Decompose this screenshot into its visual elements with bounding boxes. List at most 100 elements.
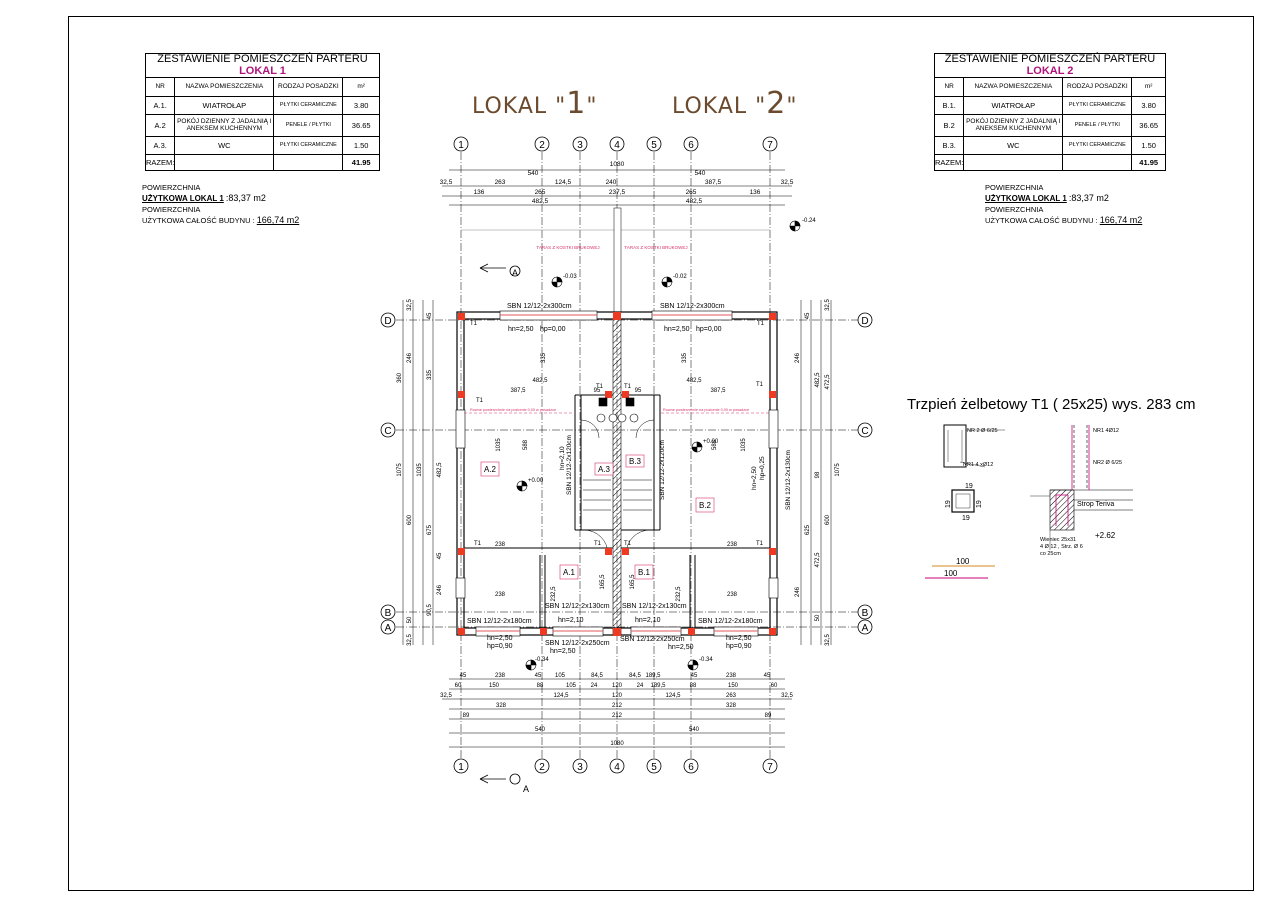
dim-label: 189,5 (645, 673, 661, 679)
lintel-label: SBN 12/12-2x180cm (698, 618, 763, 625)
axis-label: 6 (688, 762, 694, 773)
axis-bubble-6-bottom (683, 758, 699, 774)
dim-label: 263 (495, 179, 506, 186)
column-tag: T1 (476, 398, 484, 404)
level-markers (516, 220, 801, 671)
party-wall (612, 318, 622, 636)
dim-label: 328 (726, 703, 737, 709)
column-tag: T1 (470, 321, 478, 327)
note-line: POWIERZCHNIA (985, 205, 1044, 214)
total-value: 41.95 (342, 154, 380, 172)
floor-note: Rowne powierzchnie na poziomie 0,00 w po… (663, 408, 749, 412)
dim-label: 482,5 (532, 378, 548, 384)
height-label: hp=0,00 (696, 326, 722, 333)
axis-bubble-6-top (683, 136, 699, 152)
sanitary-fixtures (596, 397, 639, 423)
dim-label: 540 (535, 727, 546, 733)
total-label: RAZEM: (144, 154, 176, 172)
section-marker-top (479, 263, 521, 277)
dim-label: 232,5 (551, 586, 557, 602)
bottom-dimensions: 45 238 45 105 84,5 84,5 189,5 45 238 45 … (440, 673, 793, 747)
dim-label: 265 (686, 189, 697, 196)
dim-label: 45 (535, 673, 542, 679)
dim-label: 1080 (610, 741, 624, 747)
dim-label: 189,5 (650, 683, 666, 689)
dim-label: 60 (455, 683, 462, 689)
room-tag-a3: A.3 (598, 465, 611, 474)
lintel-label: SBN 12/12-2x120cm (659, 440, 666, 500)
table-cell: 36.65 (342, 114, 380, 138)
top-dimensions: 1080 540 540 32,5 263 124,5 240 387,5 32… (440, 161, 794, 205)
lokal-2-label: LOKAL "2" (672, 86, 798, 121)
total-value: 41.95 (1131, 154, 1166, 172)
dim-label: 32,5 (781, 693, 793, 699)
axis-label: 7 (767, 762, 773, 773)
dim-label: 588 (712, 439, 718, 450)
note-line: POWIERZCHNIA (985, 183, 1044, 192)
dim-label: 84,5 (591, 673, 603, 679)
dim-label: 240 (606, 179, 617, 186)
axis-bubbles (380, 136, 873, 774)
axis-bubble-3-bottom (572, 758, 588, 774)
dim-label: 165,5 (630, 574, 636, 590)
axis-label: 5 (651, 762, 657, 773)
dim-label: 19 (976, 500, 983, 508)
dim-label: 482,5 (686, 198, 703, 205)
section-marker-bottom (479, 773, 521, 785)
level-label: -0.24 (802, 218, 816, 224)
dim-label: 472,5 (815, 552, 821, 568)
axis-bubble-B-left (380, 604, 396, 620)
dim-label: 540 (695, 170, 706, 177)
lintel-label: SBN 12/12-2x250cm (545, 640, 610, 647)
dim-label: 19 (945, 500, 952, 508)
dim-label: 1075 (835, 463, 841, 477)
height-label: hn=2,10 (558, 617, 584, 624)
dim-label: 60 (771, 683, 778, 689)
axis-label: B (385, 608, 392, 619)
height-label: hn=2,50 (726, 635, 752, 642)
axis-bubble-7-top (762, 136, 778, 152)
axis-bubble-7-bottom (762, 758, 778, 774)
dim-label: 625 (805, 524, 811, 535)
lintel-label: SBN 12/12-2x300cm (507, 303, 572, 310)
lintel-label: SBN 12/12-2x130cm (545, 603, 610, 610)
dim-label: 45 (460, 673, 467, 679)
axis-label: 2 (539, 762, 545, 773)
dim-label: 105 (566, 683, 577, 689)
lintel-label: SBN 12/12-2x120cm (566, 435, 573, 495)
height-label: hn=2,10 (635, 617, 661, 624)
axis-bubble-1-bottom (453, 758, 469, 774)
rebar-label: NR2 Ø 6/25 (1093, 460, 1122, 466)
dim-label: 335 (682, 352, 688, 363)
axis-label: D (861, 316, 868, 327)
axis-label: C (384, 426, 391, 437)
note-line: UŻYTKOWA CAŁOŚĆ BUDYNU : (142, 216, 255, 225)
dim-label: 600 (407, 514, 413, 525)
dim-label: 32,5 (407, 634, 413, 646)
axis-label: 3 (577, 140, 583, 151)
room-tag-a2: A.2 (484, 465, 497, 474)
height-label: hp=0,90 (726, 643, 752, 650)
dim-label: 246 (795, 586, 801, 597)
dim-label: 45 (437, 552, 443, 559)
dim-label: 540 (689, 727, 700, 733)
terrace-note: TARAS Z KOSTKI BRUKOWEJ (624, 245, 687, 250)
column-tag: T1 (596, 384, 604, 390)
dim-label: 32,5 (440, 179, 453, 186)
room-schedule-lokal-1: ZESTAWIENIE POMIESZCZEŃ PARTERU LOKAL 1 … (144, 52, 380, 172)
dim-label: 19 (965, 483, 973, 490)
note-line: POWIERZCHNIA (142, 205, 201, 214)
axis-bubble-5-bottom (646, 758, 662, 774)
dim-label: 124,5 (555, 179, 572, 186)
axis-label: D (384, 316, 391, 327)
dim-label: 32,5 (825, 299, 831, 311)
room-tag-a1: A.1 (563, 568, 576, 577)
dim-label: 238 (727, 592, 738, 598)
dim-label: 124,5 (553, 693, 569, 699)
floor-note: Rowne powierzchnie na poziomie 0,00 w po… (470, 408, 556, 412)
dim-label: 89 (463, 713, 470, 719)
dim-label: 24 (591, 683, 598, 689)
height-label: hn=2,50 (487, 635, 513, 642)
column-tag: T1 (756, 382, 764, 388)
